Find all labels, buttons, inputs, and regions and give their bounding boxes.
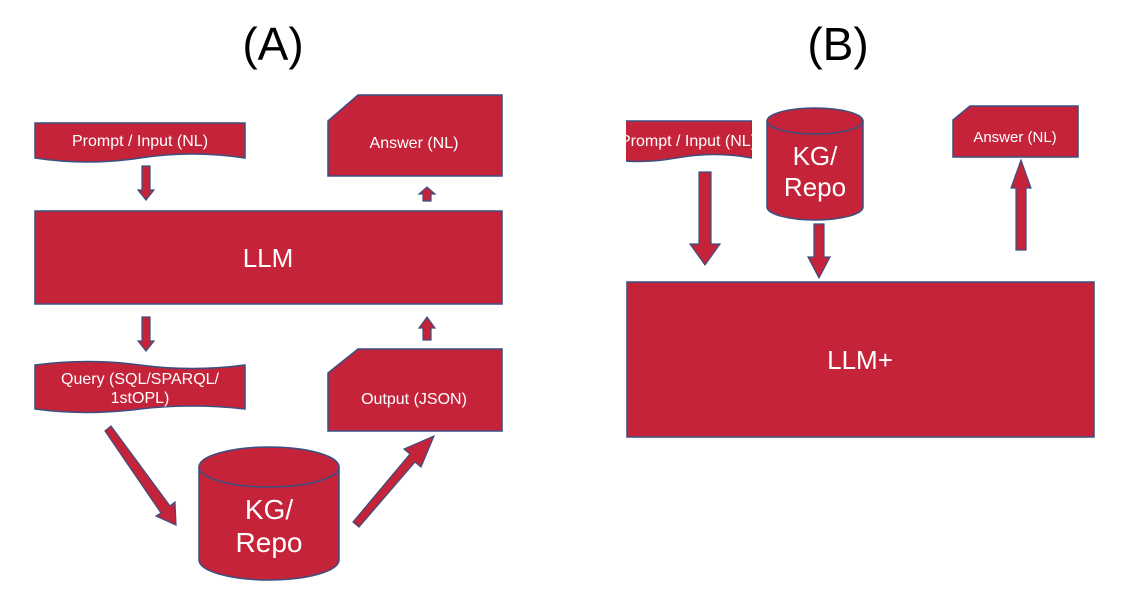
arrow-output-to-llm-a [417,315,437,341]
kg-cylinder-a: KG/ Repo [198,446,340,581]
arrow-query-to-kg-a [104,425,177,526]
arrow-llm-to-answer-a [417,186,437,202]
arrow-llm-to-query-a [136,316,156,352]
output-box-a: Output (JSON) [327,348,503,432]
query-box-a: Query (SQL/SPARQL/ 1stOPL) [34,360,246,414]
output-label-a: Output (JSON) [361,391,467,408]
arrow-kg-to-output-a [352,434,436,528]
kg-cylinder-b: KG/ Repo [766,107,864,221]
llm-label-b: LLM+ [827,345,893,375]
prompt-box-a: Prompt / Input (NL) [34,122,246,163]
query-label-line2-a: 1stOPL) [111,390,170,407]
kg-label-line1-b: KG/ [793,141,839,171]
answer-box-a: Answer (NL) [327,94,503,177]
kg-label-line2-a: Repo [236,527,303,558]
answer-label-b: Answer (NL) [973,129,1056,146]
arrow-llm-to-answer-b [1010,158,1032,251]
llm-box-a: LLM [34,210,503,305]
prompt-label-a: Prompt / Input (NL) [72,133,208,150]
answer-label-a: Answer (NL) [370,135,459,152]
query-label-line1-a: Query (SQL/SPARQL/ [61,371,220,388]
llm-label-a: LLM [243,243,294,273]
llm-box-b: LLM+ [626,281,1095,438]
panel-a-title: (A) [242,18,303,70]
arrow-prompt-to-llm-b [688,171,722,267]
answer-box-b: Answer (NL) [952,105,1079,158]
panel-b-title: (B) [807,18,868,70]
prompt-label-b: Prompt / Input (NL) [620,133,756,150]
prompt-box-b: Prompt / Input (NL) [620,120,756,163]
kg-label-line2-b: Repo [784,172,846,202]
kg-label-line1-a: KG/ [245,494,293,525]
arrow-prompt-to-llm-a [136,165,156,201]
arrow-kg-to-llm-b [807,223,831,280]
